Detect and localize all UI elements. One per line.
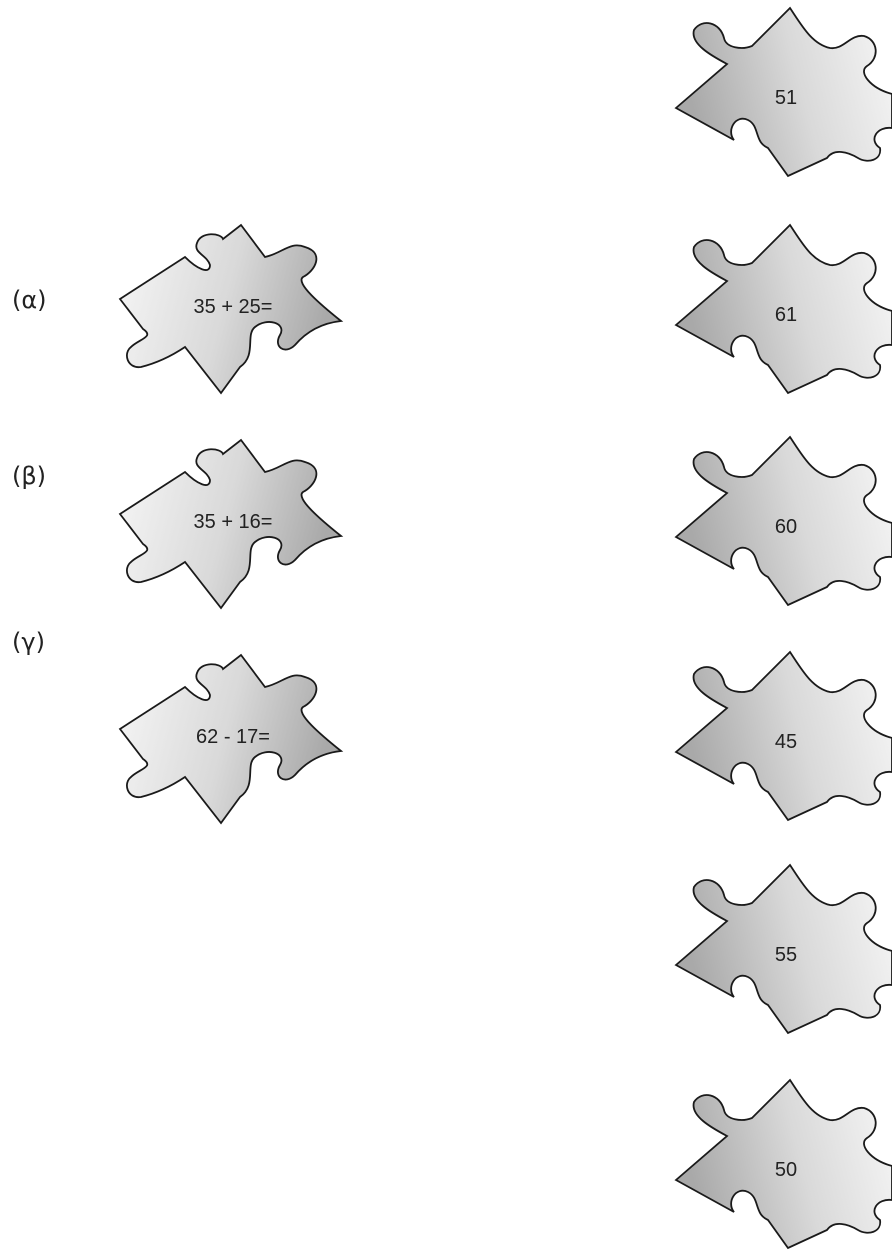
piece-label: 61	[775, 304, 797, 326]
piece-label: 55	[775, 944, 797, 966]
puzzle-piece-answer-4[interactable]: 45	[672, 650, 892, 822]
puzzle-piece-answer-2[interactable]: 61	[672, 223, 892, 395]
label-beta: (β)	[12, 462, 47, 490]
piece-label: 62 - 17=	[196, 726, 270, 748]
puzzle-piece-answer-3[interactable]: 60	[672, 435, 892, 607]
piece-label: 45	[775, 731, 797, 753]
puzzle-piece-answer-5[interactable]: 55	[672, 863, 892, 1035]
piece-label: 51	[775, 87, 797, 109]
puzzle-piece-answer-1[interactable]: 51	[672, 6, 892, 178]
puzzle-piece-question-3[interactable]: 62 - 17=	[115, 653, 345, 825]
puzzle-piece-question-2[interactable]: 35 + 16=	[115, 438, 345, 610]
piece-label: 35 + 16=	[194, 511, 273, 533]
puzzle-piece-question-1[interactable]: 35 + 25=	[115, 223, 345, 395]
piece-label: 35 + 25=	[194, 296, 273, 318]
piece-label: 50	[775, 1159, 797, 1181]
label-alpha: (α)	[12, 286, 47, 314]
piece-label: 60	[775, 516, 797, 538]
puzzle-piece-answer-6[interactable]: 50	[672, 1078, 892, 1250]
label-gamma: (γ)	[12, 628, 45, 656]
